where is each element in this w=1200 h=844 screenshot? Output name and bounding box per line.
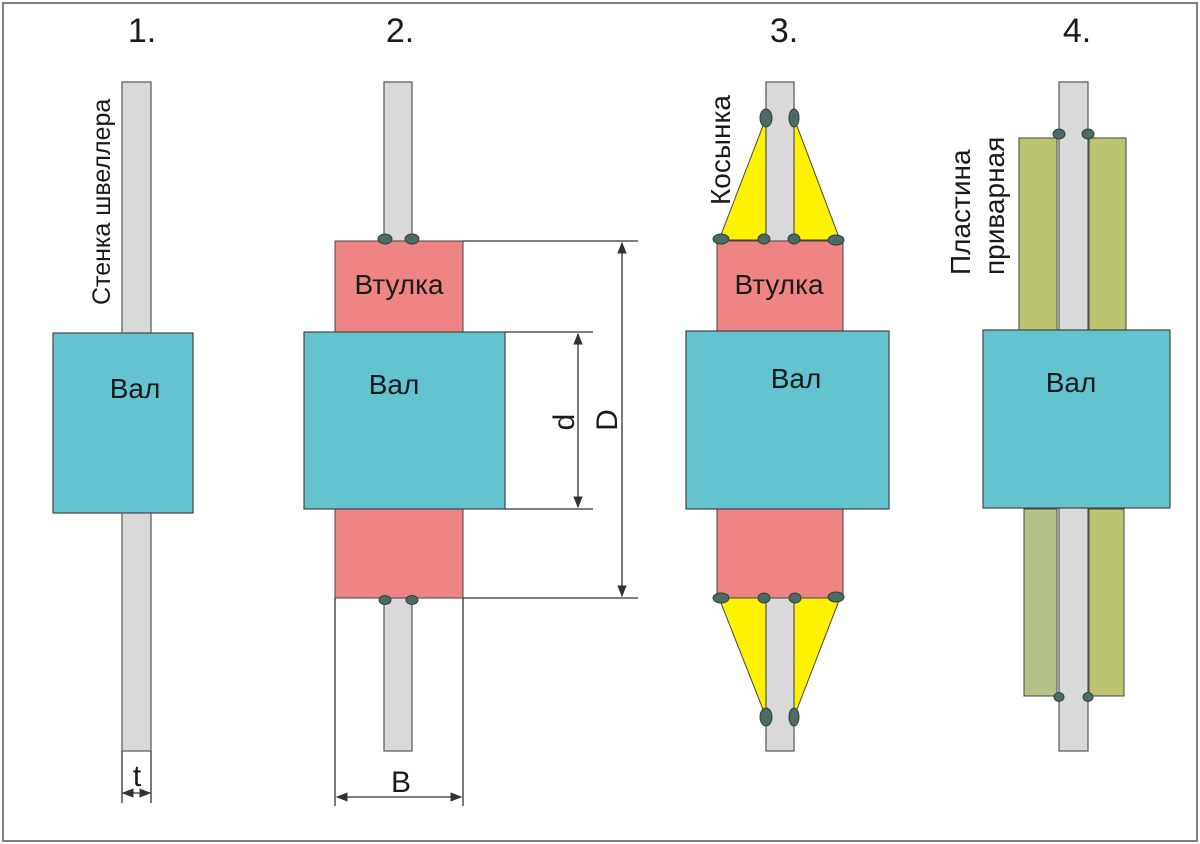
bushing-label-2: Втулка [354,269,443,300]
variant-2: 2. Втулка Вал d D B [303,12,638,806]
variant-3: 3. Втулка Вал Косынка [685,12,890,752]
weld-2-top-right [404,233,420,245]
weld-3-bottom-outer-right [827,591,845,603]
dim-D-label: D [591,409,624,431]
plate-4-top-left [1018,137,1058,333]
dim-B-label: B [391,766,411,799]
weld-3-bottom-outer-left [712,592,730,604]
plate-4-bottom-left [1023,508,1058,697]
weld-3-top-outer-right [827,234,845,246]
plate-label-line1: Пластина [945,149,976,275]
dim-t-label: t [133,760,142,793]
weld-3-gusset-bottom-right [788,707,800,727]
shaft-label-1: Вал [110,373,161,404]
plate-4-top-right [1088,137,1127,333]
shaft-label-2: Вал [369,369,420,400]
weld-4-top-right [1081,128,1095,140]
dim-d-label: d [548,414,581,431]
plate-4-bottom-right [1088,508,1125,697]
variant-1-number: 1. [128,12,156,50]
bushing-label-3: Втулка [734,269,823,300]
gusset-label: Косынка [705,95,736,205]
variant-4-number: 4. [1063,12,1091,50]
weld-4-bottom-left [1053,692,1065,702]
weld-3-bottom-inner-left [757,592,771,604]
shaft-4 [982,329,1171,509]
shaft-2 [303,331,506,510]
plate-label-line2: приварная [979,137,1010,275]
weld-3-top-inner-left [757,233,771,245]
weld-3-gusset-top-right [788,108,800,128]
weld-3-gusset-top-left [759,108,773,128]
weld-3-top-outer-left [712,233,730,245]
weld-2-top-left [377,233,393,245]
weld-3-top-inner-right [787,233,801,245]
weld-2-bottom-right [405,595,419,605]
variant-4: 4. Вал Пластина приварная [945,12,1171,752]
variant-2-number: 2. [386,12,414,50]
weld-3-gusset-bottom-left [759,707,773,727]
shaft-label-3: Вал [771,363,822,394]
channel-wall-label: Стенка швеллера [88,99,116,305]
weld-4-bottom-right [1082,692,1094,702]
shaft-3 [685,330,890,510]
variant-1: 1. Вал Стенка швеллера t [52,12,194,803]
shaft-1 [52,332,194,514]
shaft-label-4: Вал [1046,367,1097,398]
weld-2-bottom-left [378,595,392,605]
variant-3-number: 3. [770,12,798,50]
weld-4-top-left [1052,128,1066,140]
weld-3-bottom-inner-right [788,592,802,604]
